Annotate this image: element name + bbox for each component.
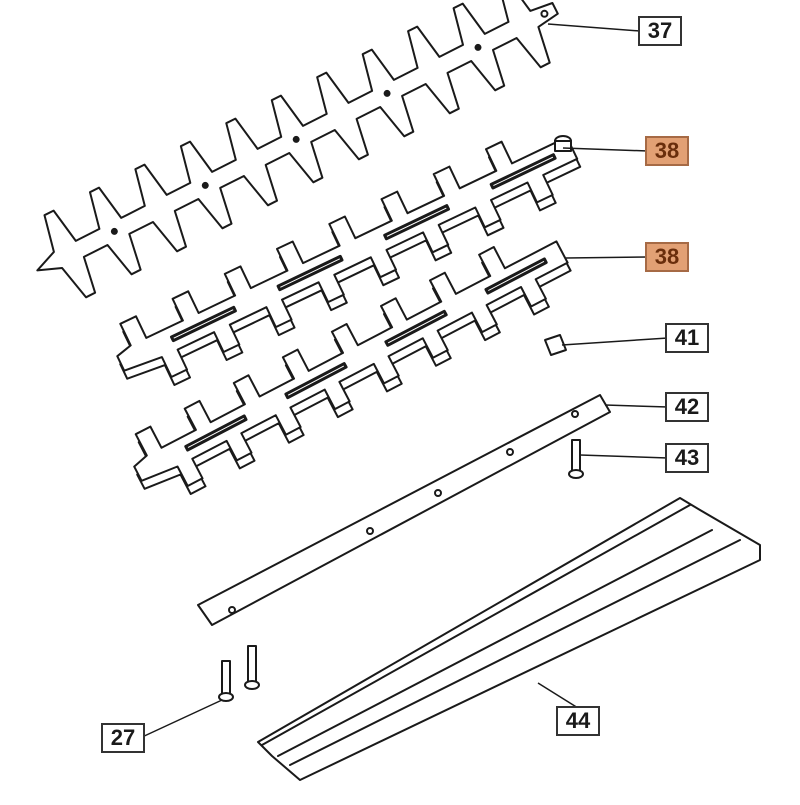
callout-27: 27	[101, 723, 145, 753]
blade-hole	[474, 43, 482, 51]
leader-line	[565, 256, 649, 259]
bar-hole	[506, 448, 514, 456]
part-38-lower-blade	[133, 240, 572, 495]
callout-38-lower-blade: 38	[645, 242, 689, 272]
part-27-bolt-a	[221, 660, 231, 696]
callout-42: 42	[665, 392, 709, 422]
guard-body	[257, 497, 761, 781]
callout-38-upper-blade: 38	[645, 136, 689, 166]
callout-37: 37	[638, 16, 682, 46]
guard-ridge	[261, 504, 691, 746]
blade-face	[133, 240, 569, 487]
leader-line	[547, 23, 641, 32]
part-37-top-blade	[36, 0, 559, 299]
callout-43: 43	[665, 443, 709, 473]
blade-pin-body	[554, 140, 572, 152]
leader-line	[579, 454, 669, 459]
blade-slot	[489, 153, 557, 190]
blade-face	[116, 136, 579, 378]
blade-end-hole	[540, 9, 549, 18]
blade-slot	[284, 362, 348, 400]
leader-line	[139, 699, 223, 739]
blade-slot	[384, 309, 448, 347]
bar-hole	[366, 527, 374, 535]
blade-hole	[383, 89, 391, 97]
leader-line	[537, 682, 579, 709]
bar-hole	[434, 489, 442, 497]
callout-44: 44	[556, 706, 600, 736]
blade-slot	[184, 414, 248, 452]
part-27-bolt-b	[247, 645, 257, 683]
leader-line	[562, 147, 649, 152]
guard-ridge	[277, 529, 713, 757]
bolt-head	[218, 692, 234, 702]
part-43-bolt	[571, 439, 581, 473]
bolt-head	[244, 680, 260, 690]
part-44-guard	[257, 497, 761, 781]
blade-slot	[170, 305, 237, 343]
guard-ridge	[289, 539, 741, 766]
blade-slot	[484, 257, 548, 295]
blade-slot	[383, 204, 450, 241]
blade-hole	[110, 227, 118, 235]
bar-hole	[571, 410, 579, 418]
blade-hole	[292, 135, 300, 143]
leader-line	[561, 337, 669, 346]
leader-line	[604, 404, 669, 408]
part-38-upper-blade	[116, 136, 582, 386]
callout-41: 41	[665, 323, 709, 353]
blade-slot	[276, 254, 344, 292]
part-41-nut	[544, 334, 567, 356]
bar-hole	[228, 606, 236, 614]
blade-hole	[201, 181, 209, 189]
bolt-head	[568, 469, 584, 479]
